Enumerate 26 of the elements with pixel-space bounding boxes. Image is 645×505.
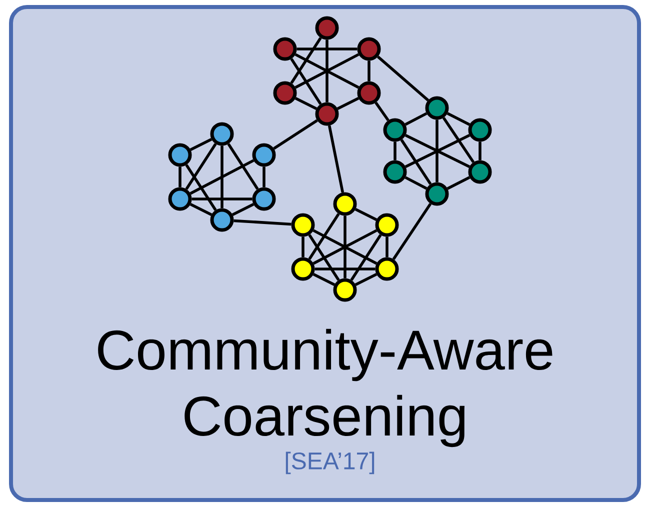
graph-vertex — [468, 118, 492, 142]
graph-vertex — [210, 122, 234, 146]
graph-vertex — [383, 160, 407, 184]
graph-vertex — [333, 278, 357, 302]
graph-vertex — [333, 192, 357, 216]
graph-vertex — [252, 187, 276, 211]
citation-label: [SEA’17] — [286, 452, 374, 474]
graph-vertex — [468, 160, 492, 184]
graph-vertex — [425, 182, 449, 206]
graph-vertex — [273, 37, 297, 61]
graph-vertex — [375, 213, 399, 237]
graph-vertex — [315, 102, 339, 126]
graph-vertex — [383, 118, 407, 142]
title: Community-Aware Coarsening — [98, 328, 552, 448]
graph-vertex — [357, 81, 381, 105]
graph-vertex — [375, 257, 399, 281]
graph-vertex — [168, 143, 192, 167]
graph-vertex — [291, 213, 315, 237]
graph-vertex — [168, 187, 192, 211]
graph-vertex — [425, 96, 449, 120]
graph-vertex — [252, 143, 276, 167]
graph-vertex — [315, 16, 339, 40]
graph-vertex — [291, 257, 315, 281]
graph-vertex — [273, 81, 297, 105]
graph-vertex — [357, 37, 381, 61]
graph-vertex — [210, 208, 234, 232]
